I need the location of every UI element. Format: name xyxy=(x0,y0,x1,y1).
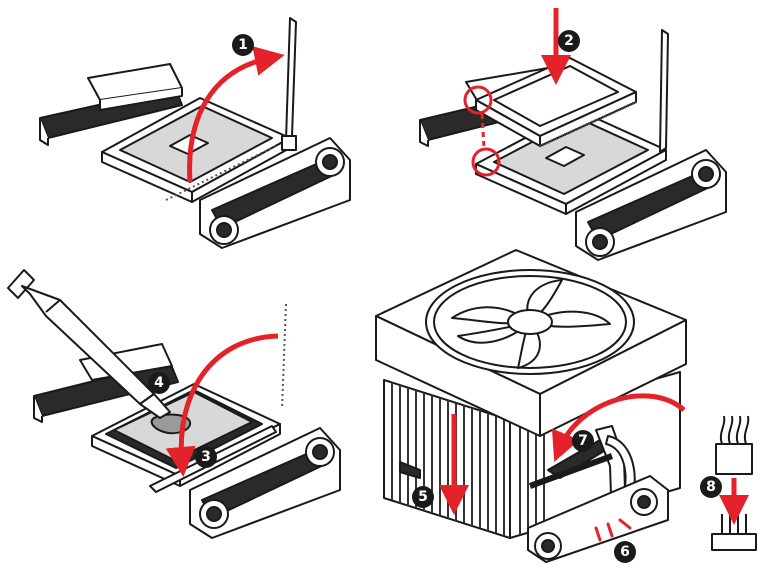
arrow-lift-lever xyxy=(187,46,285,183)
socket-lever xyxy=(285,17,297,141)
fan-header xyxy=(711,514,757,551)
fan-shroud xyxy=(375,249,687,437)
front-retention-bracket xyxy=(199,137,351,249)
fan-hub xyxy=(507,309,553,335)
cpu-chip xyxy=(475,57,637,148)
fan-cable-wires xyxy=(719,415,750,445)
panel-1-socket-lever-open xyxy=(39,17,351,249)
fan-cable-plug xyxy=(715,443,753,475)
panel-3-paste-and-lock xyxy=(7,269,341,539)
clip-motion-marks xyxy=(594,518,632,542)
socket-bracket xyxy=(399,461,669,563)
back-retention-bracket xyxy=(39,63,183,146)
alignment-markers xyxy=(463,85,501,177)
cpu-socket xyxy=(101,97,291,203)
step-badge-3: 3 xyxy=(195,446,217,468)
arrow-lower-lever xyxy=(165,333,279,477)
step-badge-1: 1 xyxy=(232,34,254,56)
step-badge-2: 2 xyxy=(558,30,580,52)
step-badge-8: 8 xyxy=(700,476,722,498)
step-badge-7: 7 xyxy=(572,430,594,452)
lever-dotted-path xyxy=(165,145,277,201)
step-badge-4: 4 xyxy=(148,372,170,394)
step-badge-6: 6 xyxy=(614,541,636,563)
front-retention-bracket xyxy=(575,149,727,261)
alignment-dashed-line xyxy=(480,113,486,149)
cpu-triangle-marker xyxy=(463,85,493,115)
arrow-rotate-clip xyxy=(551,393,686,462)
thermal-paste-syringe xyxy=(7,269,171,419)
step-badge-5: 5 xyxy=(412,486,434,508)
panel-2-place-cpu xyxy=(419,29,727,261)
socket-lever xyxy=(659,29,669,153)
front-retention-bracket xyxy=(189,427,341,539)
socket-triangle-marker xyxy=(471,147,501,177)
lever-dotted-path xyxy=(281,303,287,409)
panel-4-install-cooler xyxy=(375,249,687,563)
